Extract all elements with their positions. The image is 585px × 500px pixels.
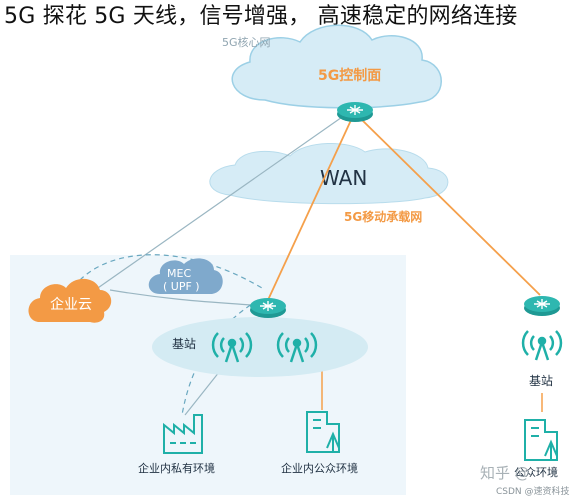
building-icon xyxy=(306,411,340,453)
wan-label: WAN xyxy=(320,166,367,190)
left-router-icon xyxy=(250,298,286,318)
factory-icon xyxy=(163,414,203,454)
control-plane-label: 5G控制面 xyxy=(318,67,381,84)
page-title: 5G 探花 5G 天线，信号增强， 高速稳定的网络连接 xyxy=(4,4,518,29)
core-router-icon xyxy=(337,102,373,122)
building-right-icon xyxy=(524,419,558,461)
bearer-network-label: 5G移动承载网 xyxy=(344,209,422,224)
mec-label: MEC xyxy=(167,267,191,280)
base-station-right-label: 基站 xyxy=(529,374,553,388)
core-network-label: 5G核心网 xyxy=(222,35,271,49)
link-core-to-left-router xyxy=(267,117,353,301)
right-router-icon xyxy=(524,296,560,316)
antenna-icon-3 xyxy=(521,330,563,361)
core-network-cloud xyxy=(231,24,442,109)
public-env-label: 企业内公众环境 xyxy=(281,461,358,475)
wan-cloud xyxy=(209,143,449,205)
base-station-zone xyxy=(152,317,368,377)
base-station-left-label: 基站 xyxy=(172,337,196,351)
antenna-icon-2 xyxy=(276,332,318,363)
antenna-icon-1 xyxy=(211,332,253,363)
public-env-right-label: 公众环境 xyxy=(514,465,558,479)
mec-cloud xyxy=(148,258,223,294)
enterprise-cloud-label: 企业云 xyxy=(50,296,92,313)
upf-label: ( UPF ) xyxy=(163,280,200,293)
csdn-watermark: CSDN @速资科技 xyxy=(496,485,570,497)
enterprise-cloud xyxy=(28,278,112,323)
link-core-to-right-router xyxy=(359,117,541,296)
private-env-label: 企业内私有环境 xyxy=(138,461,215,475)
zhihu-watermark: 知乎 @ xyxy=(480,464,530,482)
link-core-to-enterprise-cloud xyxy=(94,114,346,291)
link-enterprise-cloud-to-router xyxy=(109,289,253,306)
